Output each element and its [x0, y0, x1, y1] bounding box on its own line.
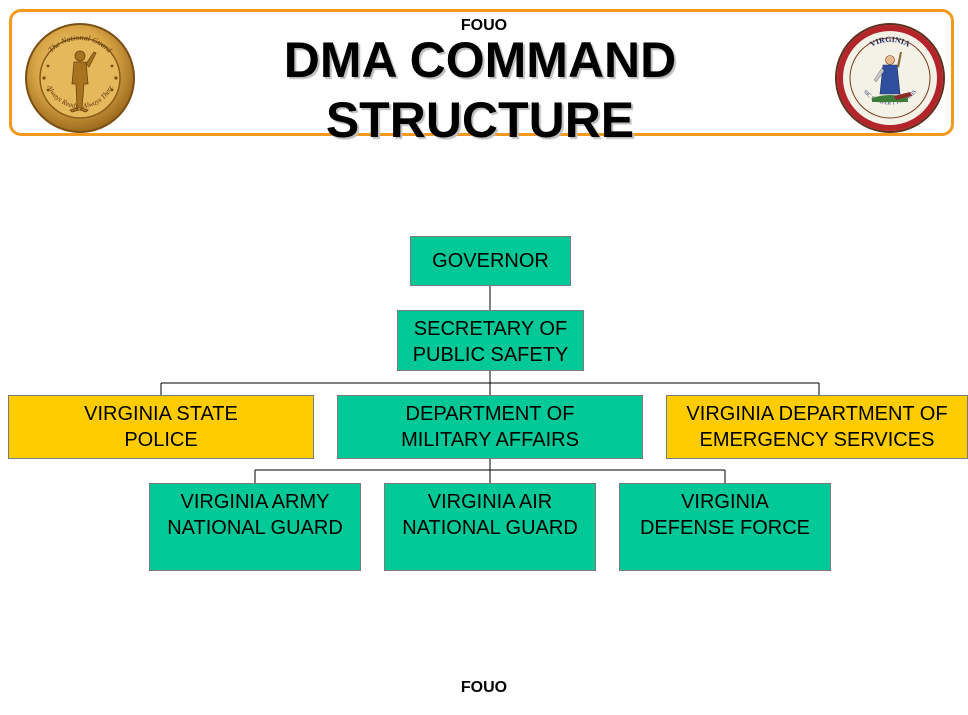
air-national-guard-box: VIRGINIA AIR NATIONAL GUARD: [384, 483, 596, 571]
governor-box: GOVERNOR: [410, 236, 571, 286]
emergency-services-box: VIRGINIA DEPARTMENT OF EMERGENCY SERVICE…: [666, 395, 968, 459]
army-national-guard-box: VIRGINIA ARMY NATIONAL GUARD: [149, 483, 361, 571]
title-line-1: DMA COMMAND: [283, 32, 677, 88]
army-guard-label: VIRGINIA ARMY NATIONAL GUARD: [167, 491, 343, 539]
header-frame: [9, 9, 954, 136]
title-line-2: STRUCTURE: [325, 92, 635, 148]
governor-label: GOVERNOR: [432, 250, 549, 272]
secretary-label: SECRETARY OF PUBLIC SAFETY: [412, 318, 569, 366]
air-guard-label: VIRGINIA AIR NATIONAL GUARD: [402, 491, 578, 539]
defense-force-label: VIRGINIA DEFENSE FORCE: [639, 491, 811, 539]
classification-bottom: FOUO: [460, 679, 508, 696]
classification-top: FOUO: [460, 17, 508, 34]
dma-label: DEPARTMENT OF MILITARY AFFAIRS: [401, 403, 579, 451]
department-military-affairs-box: DEPARTMENT OF MILITARY AFFAIRS: [337, 395, 643, 459]
state-police-label: VIRGINIA STATE POLICE: [84, 403, 238, 451]
defense-force-box: VIRGINIA DEFENSE FORCE: [619, 483, 831, 571]
virginia-seal-icon: VIRGINIA SIC SEMPER TYRANNIS: [835, 23, 945, 133]
secretary-public-safety-box: SECRETARY OF PUBLIC SAFETY: [397, 310, 584, 371]
page-title: DMA COMMAND STRUCTURE: [180, 30, 780, 150]
svg-text:VIRGINIA: VIRGINIA: [868, 35, 911, 49]
emergency-services-label: VIRGINIA DEPARTMENT OF EMERGENCY SERVICE…: [686, 403, 948, 451]
virginia-state-police-box: VIRGINIA STATE POLICE: [8, 395, 314, 459]
national-guard-seal-icon: The National Guard Always Ready · Always…: [25, 23, 135, 133]
right-seal-text-top: VIRGINIA: [868, 35, 911, 49]
